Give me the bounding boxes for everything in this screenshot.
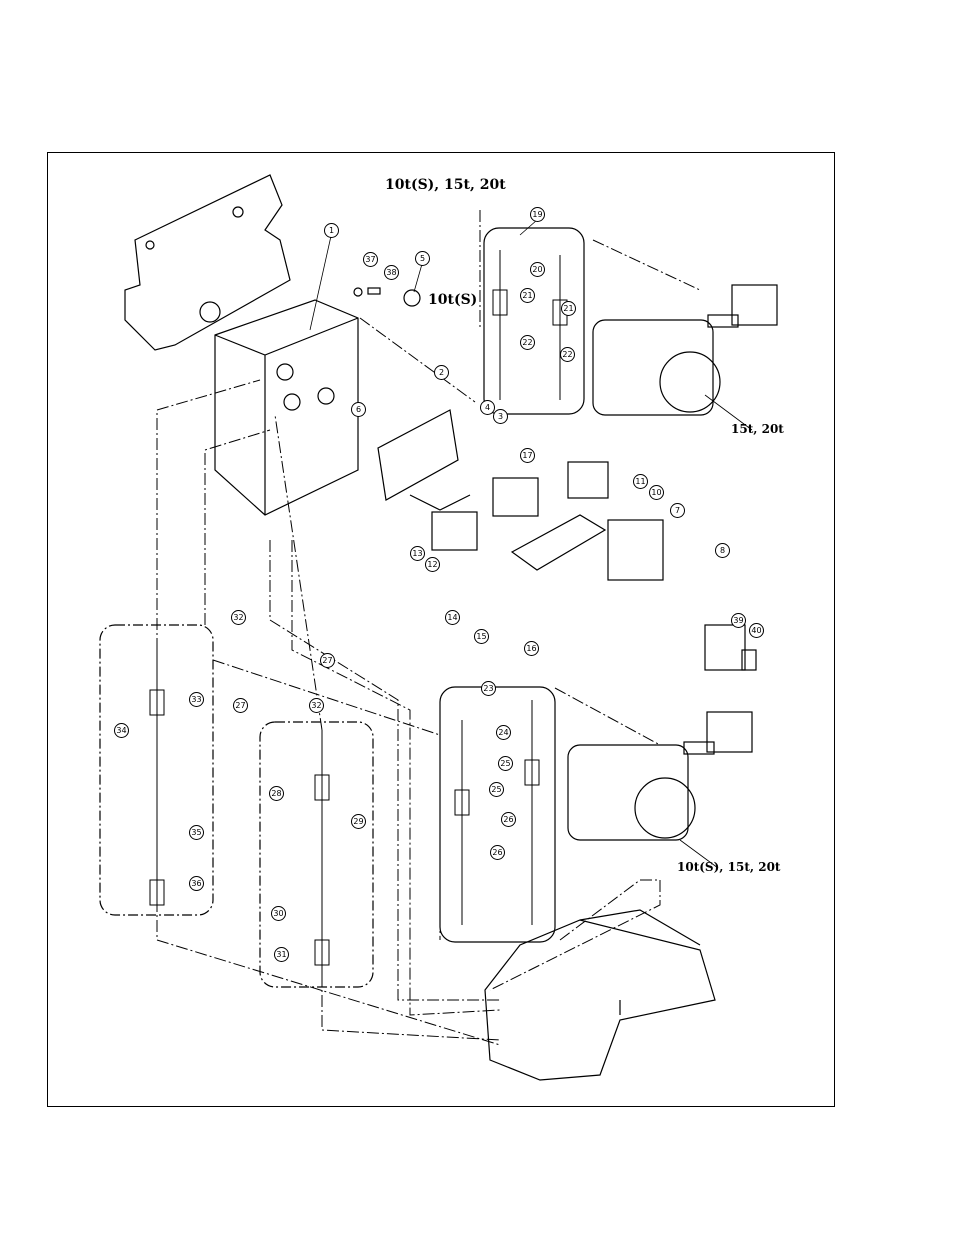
- motor-bottom: [567, 744, 689, 841]
- callout-27: 27: [320, 653, 335, 668]
- callout-11: 11: [633, 474, 648, 489]
- callout-8: 8: [715, 543, 730, 558]
- callout-17: 17: [520, 448, 535, 463]
- pcb-plate: [377, 409, 471, 511]
- callout-39: 39: [731, 613, 746, 628]
- callout-23: 23: [481, 681, 496, 696]
- cable-assembly-box-19: [483, 227, 585, 415]
- callout-4: 4: [480, 400, 495, 415]
- relay-13: [431, 511, 478, 551]
- callout-25: 25: [489, 782, 504, 797]
- callout-12: 12: [425, 557, 440, 572]
- callout-38: 38: [384, 265, 399, 280]
- callout-26: 26: [501, 812, 516, 827]
- callout-16: 16: [524, 641, 539, 656]
- cable-assembly-box-23: [439, 686, 556, 943]
- callout-20: 20: [530, 262, 545, 277]
- callout-21: 21: [561, 301, 576, 316]
- transformer: [567, 461, 609, 499]
- callout-2: 2: [434, 365, 449, 380]
- diagram-frame: [47, 152, 835, 1107]
- terminal-block: [510, 514, 607, 571]
- callout-25: 25: [498, 756, 513, 771]
- variant-label-motor-top: 15t, 20t: [731, 422, 784, 436]
- callout-7: 7: [670, 503, 685, 518]
- callout-32: 32: [231, 610, 246, 625]
- relay-17: [492, 477, 539, 517]
- callout-40: 40: [749, 623, 764, 638]
- callout-30: 30: [271, 906, 286, 921]
- callout-29: 29: [351, 814, 366, 829]
- callout-13: 13: [410, 546, 425, 561]
- callout-1: 1: [324, 223, 339, 238]
- mounting-plate: [124, 174, 291, 351]
- callout-10: 10: [649, 485, 664, 500]
- variant-label-motor-bottom: 10t(S), 15t, 20t: [677, 860, 781, 874]
- motor-top: [592, 319, 714, 416]
- cable-assembly-box-27: [259, 721, 374, 988]
- diagram-title: 10t(S), 15t, 20t: [385, 177, 506, 193]
- callout-5: 5: [415, 251, 430, 266]
- callout-14: 14: [445, 610, 460, 625]
- variant-label-gland: 10t(S): [428, 292, 478, 308]
- callout-3: 3: [493, 409, 508, 424]
- callout-6: 6: [351, 402, 366, 417]
- callout-31: 31: [274, 947, 289, 962]
- callout-24: 24: [496, 725, 511, 740]
- callout-37: 37: [363, 252, 378, 267]
- label-40: [741, 649, 757, 671]
- callout-34: 34: [114, 723, 129, 738]
- callout-22: 22: [560, 347, 575, 362]
- callout-28: 28: [269, 786, 284, 801]
- callout-35: 35: [189, 825, 204, 840]
- callout-33: 33: [189, 692, 204, 707]
- callout-36: 36: [189, 876, 204, 891]
- callout-21: 21: [520, 288, 535, 303]
- callout-26: 26: [490, 845, 505, 860]
- hoist-body: [484, 919, 716, 1081]
- callout-19: 19: [530, 207, 545, 222]
- control-box: [214, 299, 359, 516]
- callout-22: 22: [520, 335, 535, 350]
- label-39: [704, 624, 746, 671]
- callout-15: 15: [474, 629, 489, 644]
- callout-32: 32: [309, 698, 324, 713]
- callout-27: 27: [233, 698, 248, 713]
- contactor: [607, 519, 664, 581]
